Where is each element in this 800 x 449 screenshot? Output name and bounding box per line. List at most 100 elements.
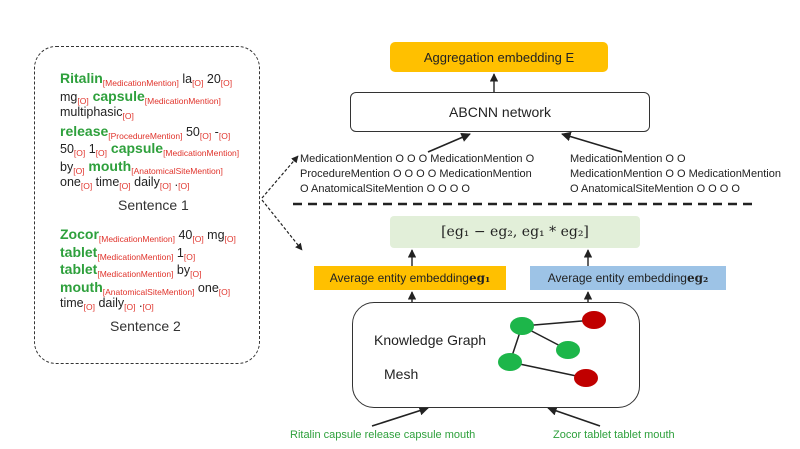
token-word: mg [60, 89, 78, 104]
entity-word: Zocor [60, 226, 99, 242]
token-line: one[O] time[O] daily[O] .[O] [60, 175, 189, 191]
graph-node-red [582, 311, 606, 329]
dashed-arrow-to-sequences [261, 155, 299, 199]
entity-tag: [MedicationMention] [102, 78, 179, 88]
token-word: 1 [173, 245, 184, 260]
token-word: . [171, 175, 179, 189]
token-word: 50 [182, 124, 200, 139]
entity-tag: [MedicationMention] [144, 95, 221, 106]
avg2-symbol: eg₂ [686, 271, 709, 285]
entity-tag: [O] [192, 78, 204, 88]
token-word: - [211, 124, 219, 139]
token-line: Zocor[MedicationMention] 40[O] mg[O] [60, 226, 236, 244]
token-word: 20 [203, 72, 221, 86]
graph-illustration [498, 311, 606, 387]
sentence-1-caption: Sentence 1 [118, 197, 189, 213]
entity-tag: [MedicationMention] [98, 234, 175, 244]
arrow-seq1-to-abcnn [427, 132, 471, 153]
input-entities-1: Ritalin capsule release capsule mouth [290, 429, 476, 441]
token-line: 50[O] 1[O] capsule[MedicationMention] [60, 140, 239, 158]
token-word: 40 [174, 228, 193, 242]
arrow-seq2-to-abcnn [561, 131, 623, 153]
token-word: daily [94, 296, 125, 310]
label-sequence-1: MedicationMention O O O MedicationMentio… [300, 152, 534, 197]
aggregation-embedding-box: Aggregation embedding E [390, 42, 608, 72]
entity-word: tablet [60, 261, 98, 277]
entity-word: tablet [60, 243, 98, 260]
token-word: time [92, 175, 120, 189]
average-entity-embedding-1: Average entity embedding eg₁ [314, 266, 506, 290]
token-word: 1 [85, 142, 96, 156]
token-word: multiphasic [60, 105, 123, 119]
token-word: mg [203, 228, 225, 242]
average-entity-embedding-2: Average entity embedding eg₂ [530, 266, 726, 290]
token-line: by[O] mouth[AnatomicalSiteMention] [60, 158, 223, 176]
entity-tag: [AnatomicalSiteMention] [102, 286, 195, 297]
graph-edge [521, 319, 595, 327]
token-word: la [178, 72, 193, 86]
entity-tag: [O] [224, 234, 236, 244]
entity-tag: [O] [80, 181, 93, 191]
knowledge-graph-title: Knowledge Graph [374, 332, 487, 348]
entity-tag: [O] [83, 302, 95, 312]
token-line: tablet[MedicationMention] by[O] [60, 261, 201, 279]
token-line: mouth[AnatomicalSiteMention] one[O] [60, 279, 230, 297]
sentences-panel [34, 46, 260, 364]
entity-tag: [O] [218, 130, 231, 141]
entity-word: capsule [88, 87, 145, 104]
entity-word: mouth [84, 157, 132, 174]
entity-tag: [O] [178, 181, 190, 191]
entity-word: capsule [107, 140, 164, 156]
entity-tag: [O] [183, 251, 196, 262]
entity-tag: [O] [142, 302, 154, 312]
token-line: time[O] daily[O] .[O] [60, 296, 154, 312]
entity-tag: [O] [119, 181, 131, 191]
entity-tag: [MedicationMention] [97, 269, 174, 279]
entity-tag: [O] [122, 111, 134, 121]
entity-tag: [O] [218, 286, 231, 297]
sentence-2-caption: Sentence 2 [110, 318, 181, 334]
label-sequence-2: MedicationMention O O MedicationMention … [570, 152, 781, 197]
input-entities-2: Zocor tablet tablet mouth [553, 429, 675, 441]
entity-tag: [MedicationMention] [97, 251, 174, 262]
entity-tag: [ProcedureMention] [108, 130, 183, 141]
token-line: tablet[MedicationMention] 1[O] [60, 244, 195, 262]
entity-tag: [O] [124, 302, 136, 312]
entity-tag: [O] [199, 130, 212, 141]
entity-tag: [MedicationMention] [163, 148, 240, 158]
abcnn-network-box: ABCNN network [350, 92, 650, 132]
graph-node-red [574, 369, 598, 387]
entity-tag: [O] [77, 95, 89, 106]
entity-tag: [O] [73, 165, 85, 176]
entity-word: Ritalin [60, 70, 103, 86]
avg1-label: Average entity embedding [329, 271, 469, 285]
dashed-arrow-to-formula [261, 199, 303, 251]
entity-tag: [O] [95, 148, 108, 158]
token-word: one [194, 280, 219, 295]
token-word: by [173, 263, 191, 277]
token-line: mg[O] capsule[MedicationMention] [60, 88, 221, 106]
graph-node-green [510, 317, 534, 335]
token-word: by [60, 159, 74, 174]
token-line: release[ProcedureMention] 50[O] -[O] [60, 123, 230, 141]
entity-tag: [O] [192, 234, 204, 244]
avg2-label: Average entity embedding [547, 271, 687, 285]
seq1-line: MedicationMention O O O MedicationMentio… [300, 153, 535, 165]
entity-tag: [O] [159, 181, 172, 191]
knowledge-graph-source: Mesh [384, 366, 419, 382]
seq2-line: MedicationMention O O [570, 153, 686, 165]
difference-product-formula: [eg₁ − eg₂, eg₁ * eg₂] [390, 216, 640, 248]
arrow-input1-to-kg [371, 406, 429, 427]
seq1-line: ProcedureMention O O O O MedicationMenti… [300, 168, 532, 180]
entity-word: mouth [60, 278, 103, 295]
seq2-line: MedicationMention O O MedicationMention [570, 168, 781, 180]
token-word: daily [130, 175, 160, 189]
token-word: time [60, 296, 84, 310]
entity-tag: [O] [73, 148, 86, 158]
token-word: one [60, 175, 81, 189]
entity-tag: [AnatomicalSiteMention] [131, 165, 223, 176]
token-line: multiphasic[O] [60, 105, 134, 121]
token-word: 50 [60, 142, 74, 156]
seq2-line: O AnatomicalSiteMention O O O O [570, 183, 740, 195]
